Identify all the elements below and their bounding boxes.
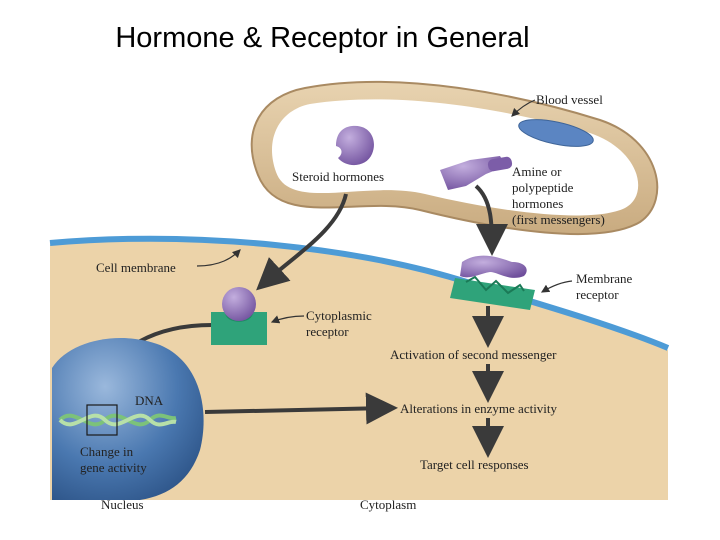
leader-cytoplasmic-receptor [270,315,305,324]
leader-membrane-receptor [540,280,573,293]
arrow-amine-to-receptor [474,184,508,256]
label-gene-activity-2: gene activity [80,460,147,475]
label-target-response: Target cell responses [420,457,529,472]
label-amine-1: Amine or [512,164,562,179]
label-amine-4: (first messengers) [512,212,605,227]
cytoplasmic-receptor [211,287,267,345]
label-nucleus: Nucleus [101,497,144,512]
label-amine-3: hormones [512,196,563,211]
red-blood-cell [518,119,594,147]
label-second-messenger: Activation of second messenger [390,347,557,362]
arrow-steroid-to-receptor [256,193,348,291]
label-cell-membrane: Cell membrane [96,260,176,275]
label-enzyme-activity: Alterations in enzyme activity [400,401,558,416]
dna-icon [58,404,177,436]
amine-hormone-icon [440,156,513,190]
cell-membrane [49,235,670,351]
label-amine-2: polypeptide [512,180,574,195]
label-gene-activity-1: Change in [80,444,134,459]
label-membrane-receptor-2: receptor [576,287,619,302]
label-membrane-receptor-1: Membrane [576,271,633,286]
label-dna: DNA [135,393,164,408]
label-steroid-hormones: Steroid hormones [292,169,384,184]
label-cytoplasmic-receptor-2: receptor [306,324,349,339]
page-title: Hormone & Receptor in General [115,22,530,54]
membrane-receptor [450,255,535,310]
leader-cell-membrane [196,249,241,267]
arrow-nucleus-to-enzyme [204,392,398,425]
label-blood-vessel: Blood vessel [536,92,603,107]
label-cytoplasm: Cytoplasm [360,497,416,512]
label-cytoplasmic-receptor-1: Cytoplasmic [306,308,372,323]
steroid-hormone-icon [336,125,374,166]
leader-blood-vessel [511,99,536,117]
